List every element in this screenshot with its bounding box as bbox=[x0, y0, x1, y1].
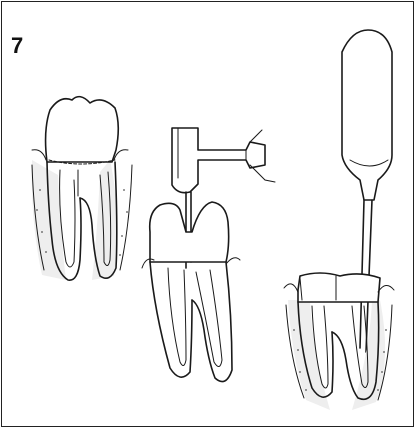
molar-tooth-icon bbox=[32, 97, 132, 281]
tooth-with-handpiece-icon bbox=[142, 128, 275, 382]
tooth-with-hand-instrument-icon bbox=[284, 30, 394, 410]
